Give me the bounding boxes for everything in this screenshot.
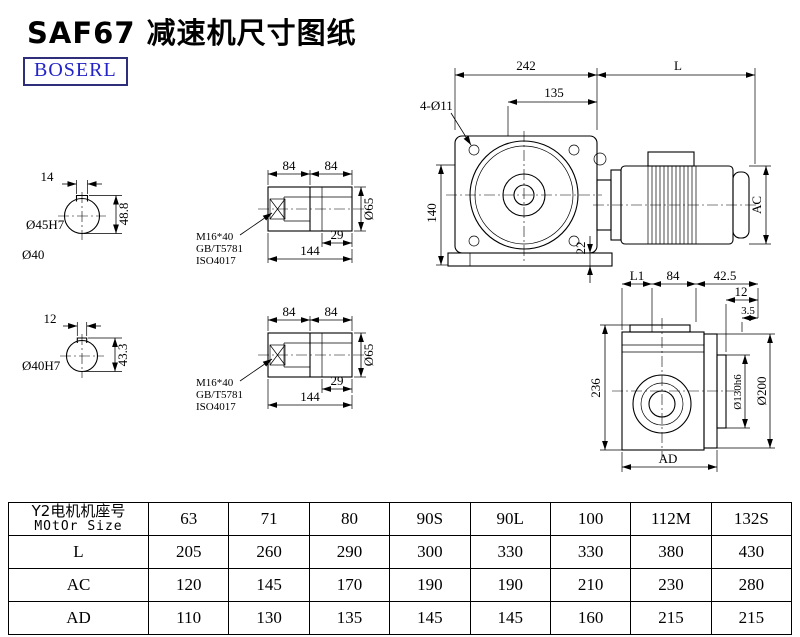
- frame-size-cell: 90S: [389, 502, 471, 536]
- dim-3-5: 3.5: [741, 305, 755, 317]
- table-cell: 210: [549, 568, 632, 602]
- table-cell: 430: [710, 535, 793, 569]
- motor-size-header-en: MOtOr Size: [34, 519, 123, 535]
- table-cell: 145: [389, 601, 471, 635]
- bolt-spec: M16*40: [196, 231, 234, 243]
- frame-size-cell: 132S: [710, 502, 793, 536]
- table-cell: 380: [630, 535, 712, 569]
- dim-144: 144: [300, 389, 320, 404]
- table-cell: 290: [308, 535, 391, 569]
- frame-size-cell: 100: [549, 502, 632, 536]
- bolt-spec: M16*40: [196, 377, 234, 389]
- dim-242: 242: [516, 58, 536, 73]
- table-cell: 330: [549, 535, 632, 569]
- table-cell: 260: [228, 535, 310, 569]
- table-cell: 145: [469, 601, 551, 635]
- dim-65: Ø65: [361, 344, 376, 366]
- bolt-hole-icon: [468, 235, 480, 247]
- table-cell: 230: [630, 568, 712, 602]
- dim-84a: 84: [283, 158, 297, 173]
- frame-size-cell: 71: [228, 502, 310, 536]
- table-cell: 215: [630, 601, 712, 635]
- table-cell: 110: [147, 601, 230, 635]
- row-label-AD: AD: [8, 601, 149, 635]
- terminal-box: [647, 151, 695, 167]
- motor-size-header: Y2电机机座号 MOtOr Size: [8, 502, 149, 536]
- table-cell: 215: [710, 601, 793, 635]
- bolt-standard-gb: GB/T5781: [196, 243, 243, 255]
- table-cell: 170: [308, 568, 391, 602]
- frame-size-cell: 112M: [630, 502, 712, 536]
- table-cell: 190: [469, 568, 551, 602]
- bolt-standard-iso: ISO4017: [196, 401, 236, 413]
- table-cell: 160: [549, 601, 632, 635]
- dim-200: Ø200: [754, 377, 769, 406]
- bolt-hole-icon: [568, 235, 580, 247]
- row-label-L: L: [8, 535, 149, 569]
- dim-84a: 84: [283, 304, 297, 319]
- dim-AD: AD: [659, 451, 678, 466]
- dim-140: 140: [424, 203, 439, 223]
- dim-22: 22: [573, 242, 588, 255]
- bolt-hole-icon: [468, 144, 480, 156]
- dim-43-3: 43.3: [115, 344, 130, 367]
- dim-135: 135: [544, 85, 564, 100]
- bolt-callout: 4-Ø11: [420, 98, 453, 113]
- row-label-AC: AC: [8, 568, 149, 602]
- shaft-end-view-bottom: 12 43.3 Ø40H7: [22, 311, 130, 378]
- bore-label-45: Ø45H7: [26, 217, 65, 232]
- dim-L: L: [674, 58, 682, 73]
- hollow-shaft-bottom: 84 84 29 144 Ø65 M16*40 GB/T5781 ISO4017: [196, 304, 376, 413]
- dim-L1: L1: [630, 268, 644, 283]
- dim-14: 14: [41, 169, 55, 184]
- dim-AC: AC: [749, 196, 764, 214]
- frame-size-cell: 80: [308, 502, 391, 536]
- table-cell: 130: [228, 601, 310, 635]
- side-view: L1 84 42.5 12 3.5 236 Ø130h6 Ø200: [588, 268, 775, 472]
- bore-label-40: Ø40H7: [22, 358, 61, 373]
- brand-logo: BOSERL: [23, 57, 128, 86]
- table-cell: 190: [389, 568, 471, 602]
- dim-29: 29: [331, 227, 344, 242]
- table-cell: 135: [308, 601, 391, 635]
- table-row-L: L 205 260 290 300 330 330 380 430: [8, 535, 793, 569]
- bolt-standard-gb: GB/T5781: [196, 389, 243, 401]
- dimension-table: Y2电机机座号 MOtOr Size 63 71 80 90S 90L 100 …: [8, 502, 793, 635]
- table-cell: 205: [147, 535, 230, 569]
- table-row-AD: AD 110 130 135 145 145 160 215 215: [8, 601, 793, 635]
- table-cell: 280: [710, 568, 793, 602]
- output-hub: [716, 354, 727, 429]
- bolt-standard-iso: ISO4017: [196, 255, 236, 267]
- dim-236: 236: [588, 378, 603, 398]
- page-title: SAF67 减速机尺寸图纸: [27, 16, 357, 50]
- dim-84: 84: [667, 268, 681, 283]
- dim-84b: 84: [325, 158, 339, 173]
- table-cell: 145: [228, 568, 310, 602]
- table-header-row: Y2电机机座号 MOtOr Size 63 71 80 90S 90L 100 …: [8, 502, 793, 536]
- dim-65: Ø65: [361, 198, 376, 220]
- dim-144: 144: [300, 243, 320, 258]
- dim-12-keyway: 12: [44, 311, 57, 326]
- front-view: 242 L 135 4-Ø11 140 AC 22: [420, 58, 771, 283]
- frame-size-cell: 90L: [469, 502, 551, 536]
- technical-drawing: 242 L 135 4-Ø11 140 AC 22: [22, 58, 775, 472]
- motor-size-header-cn: Y2电机机座号: [31, 502, 126, 521]
- hollow-shaft-top: 84 84 29 144 Ø65 M16*40 GB/T5781 ISO4017: [196, 158, 376, 267]
- table-row-AC: AC 120 145 170 190 190 210 230 280: [8, 568, 793, 602]
- table-cell: 300: [389, 535, 471, 569]
- dim-130h6: Ø130h6: [732, 374, 744, 410]
- dim-12: 12: [735, 284, 748, 299]
- dim-48-8: 48.8: [116, 203, 131, 226]
- brand-logo-text: BOSERL: [34, 59, 117, 81]
- dim-84b: 84: [325, 304, 339, 319]
- table-cell: 120: [147, 568, 230, 602]
- shaft-label-40: Ø40: [22, 247, 44, 262]
- motor: [593, 151, 756, 245]
- dim-42-5: 42.5: [714, 268, 737, 283]
- frame-size-cell: 63: [147, 502, 230, 536]
- shaft-end-view-top: 14 48.8 Ø45H7 Ø40: [22, 169, 131, 262]
- dim-29: 29: [331, 373, 344, 388]
- table-cell: 330: [469, 535, 551, 569]
- bolt-hole-icon: [568, 144, 580, 156]
